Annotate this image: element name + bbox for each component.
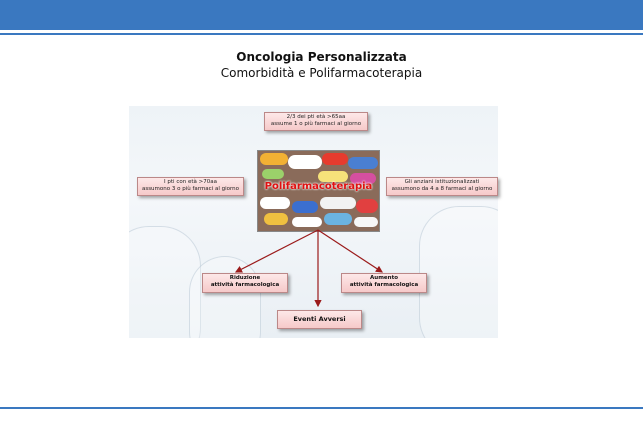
page-subtitle: Comorbidità e Polifarmacoterapia <box>220 66 423 80</box>
increase-box: Aumento attività farmacologica <box>341 273 427 293</box>
top-box-line2: assume 1 o più farmaci al giorno <box>270 121 362 127</box>
top-box-line1: 2/3 dei pti età >65aa <box>286 114 346 120</box>
arrow-to-increase <box>317 229 384 273</box>
top-box: 2/3 dei pti età >65aa assume 1 o più far… <box>264 112 368 131</box>
header-divider <box>0 33 643 35</box>
left-box-line2: assumono 3 o più farmaci al giorno <box>141 186 240 192</box>
right-box: Gli anziani istituzionalizzati assumono … <box>386 177 498 196</box>
pills-image: Polifarmacoterapia <box>257 150 380 232</box>
adverse-box-line1: Eventi Avversi <box>293 315 346 323</box>
page-title: Oncologia Personalizzata <box>236 50 407 64</box>
reduction-box-line1: Riduzione <box>229 275 261 281</box>
adverse-box: Eventi Avversi <box>277 310 362 329</box>
center-label: Polifarmacoterapia <box>264 181 373 192</box>
reduction-box: Riduzione attività farmacologica <box>202 273 288 293</box>
right-box-line2: assumono da 4 a 8 farmaci al giorno <box>391 186 493 192</box>
reduction-box-line2: attività farmacologica <box>210 282 280 288</box>
left-box: I pti con età >70aa assumono 3 o più far… <box>137 177 244 196</box>
header-bar <box>0 0 643 30</box>
footer-divider <box>0 407 643 409</box>
arrow-to-reduction <box>234 229 319 273</box>
left-box-line1: I pti con età >70aa <box>164 179 217 185</box>
right-box-line1: Gli anziani istituzionalizzati <box>404 179 480 185</box>
increase-box-line2: attività farmacologica <box>349 282 419 288</box>
increase-box-line1: Aumento <box>370 275 398 281</box>
diagram-panel <box>129 106 498 338</box>
